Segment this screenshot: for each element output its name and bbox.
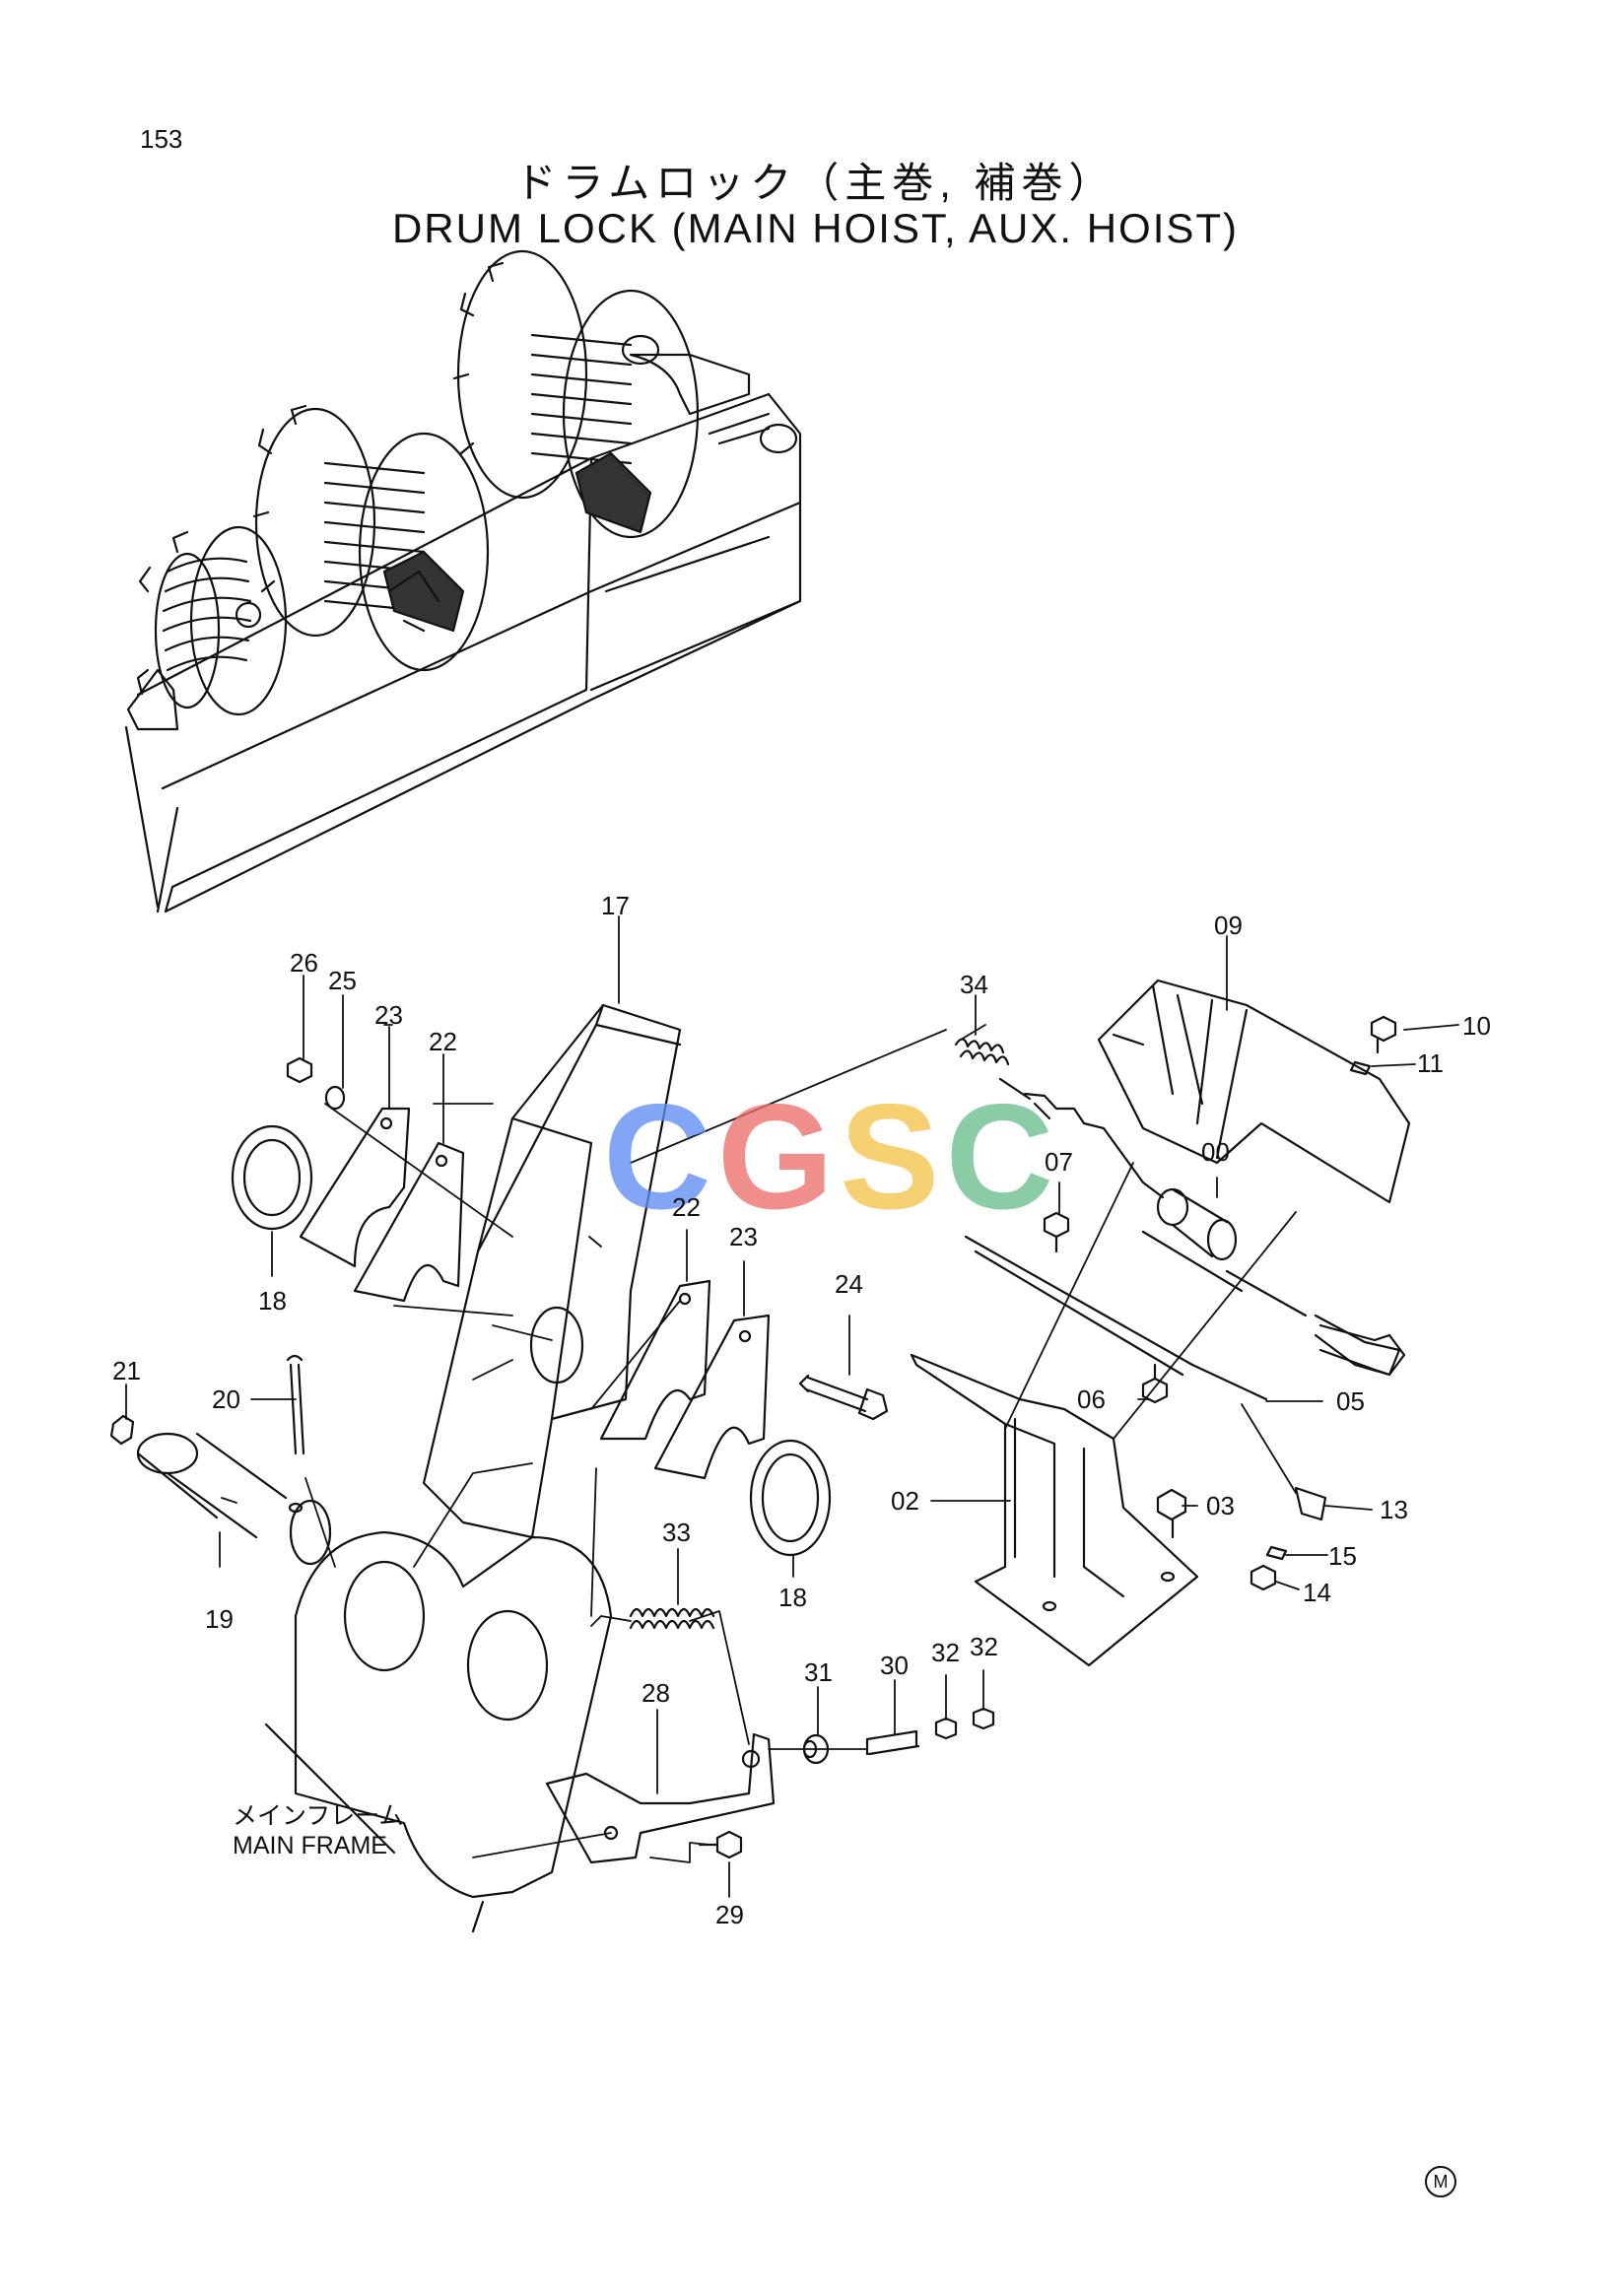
part-11-clip — [1349, 1060, 1372, 1076]
label-23-upper: 23 — [374, 1000, 403, 1030]
part-18-bushing-right — [749, 1439, 832, 1557]
part-19-pin — [136, 1432, 332, 1566]
label-22-lower: 22 — [672, 1192, 701, 1222]
part-09-cover — [1097, 979, 1411, 1204]
label-11: 11 — [1417, 1048, 1444, 1078]
label-30: 30 — [880, 1651, 909, 1680]
part-05-rod — [964, 1235, 1268, 1401]
label-15: 15 — [1328, 1541, 1357, 1571]
label-09: 09 — [1214, 911, 1243, 940]
label-23-lower: 23 — [729, 1222, 758, 1251]
title-english: DRUM LOCK (MAIN HOIST, AUX. HOIST) — [391, 205, 1240, 251]
part-10-bolt — [1370, 1015, 1397, 1054]
part-14-bolt — [1250, 1564, 1277, 1591]
label-13: 13 — [1380, 1495, 1408, 1524]
part-07-bolt — [1043, 1211, 1070, 1253]
label-28: 28 — [642, 1678, 670, 1708]
label-02: 02 — [891, 1486, 919, 1516]
page-number: 153 — [140, 124, 183, 154]
label-05: 05 — [1336, 1386, 1365, 1416]
label-32-a: 32 — [931, 1638, 960, 1667]
label-00: 00 — [1201, 1137, 1230, 1167]
connector — [1318, 1323, 1406, 1377]
part-03-bolt — [1156, 1488, 1187, 1539]
part-24-bolt — [798, 1374, 889, 1421]
part-33-spring — [629, 1607, 715, 1630]
part-23-plate-upper — [299, 1107, 411, 1268]
part-26-nut — [286, 1056, 313, 1084]
label-03: 03 — [1206, 1491, 1235, 1520]
watermark-letter-g: G — [716, 1073, 841, 1241]
part-32-nut-b — [972, 1707, 995, 1730]
label-22-upper: 22 — [429, 1027, 457, 1056]
label-20: 20 — [212, 1384, 240, 1414]
drum-small — [126, 525, 288, 731]
part-20-cotter-pin — [286, 1354, 305, 1455]
label-24: 24 — [835, 1269, 863, 1299]
label-26: 26 — [290, 948, 318, 978]
part-18-bushing-left — [231, 1124, 313, 1231]
part-21-grease-fitting — [109, 1414, 135, 1446]
main-frame-label-en: MAIN FRAME — [233, 1832, 387, 1859]
label-18-left: 18 — [258, 1286, 287, 1316]
overview-drum-assembly — [124, 249, 802, 913]
label-07: 07 — [1045, 1147, 1073, 1177]
label-17: 17 — [601, 891, 630, 920]
watermark-letter-c: C — [603, 1073, 717, 1241]
leader-lines — [125, 915, 1459, 1898]
label-19: 19 — [205, 1604, 234, 1634]
part-13-pin — [1294, 1486, 1327, 1521]
part-22-plate-lower — [599, 1279, 711, 1441]
drum-large — [452, 249, 798, 539]
circled-m-mark: M — [1425, 2166, 1456, 2197]
label-25: 25 — [328, 966, 357, 995]
part-15-clip — [1265, 1545, 1288, 1561]
part-32-nut-a — [934, 1717, 958, 1740]
part-34-spring — [954, 1038, 1032, 1101]
label-14: 14 — [1303, 1578, 1331, 1607]
label-29: 29 — [715, 1900, 744, 1929]
label-34: 34 — [960, 970, 988, 999]
label-31: 31 — [804, 1657, 833, 1687]
part-23-plate-lower — [653, 1314, 771, 1480]
watermark-logo: CGSC — [603, 1082, 1059, 1232]
part-02-bracket — [910, 1353, 1199, 1667]
part-25-washer — [324, 1085, 346, 1111]
part-06-bolt — [1141, 1363, 1169, 1404]
label-10: 10 — [1462, 1011, 1491, 1041]
label-32-b: 32 — [970, 1632, 998, 1661]
label-33: 33 — [662, 1518, 691, 1547]
main-frame-label: メインフレーム MAIN FRAME — [233, 1801, 404, 1860]
label-06: 06 — [1077, 1384, 1106, 1414]
label-18-right: 18 — [778, 1583, 807, 1612]
main-frame-label-jp: メインフレーム — [233, 1802, 404, 1830]
drum-middle — [252, 404, 490, 672]
part-30-bolt — [865, 1729, 920, 1756]
part-28-stopper — [545, 1732, 776, 1864]
part-22-plate-upper — [353, 1141, 465, 1303]
title-japanese: ドラムロック（主巻, 補巻） — [514, 160, 1116, 206]
watermark-letter-c2: C — [945, 1073, 1060, 1241]
part-00-solenoid — [1141, 1187, 1401, 1377]
watermark-letter-s: S — [840, 1073, 946, 1241]
label-21: 21 — [112, 1356, 141, 1385]
control-cable — [1023, 1092, 1165, 1199]
main-frame-plates — [264, 1530, 613, 1933]
